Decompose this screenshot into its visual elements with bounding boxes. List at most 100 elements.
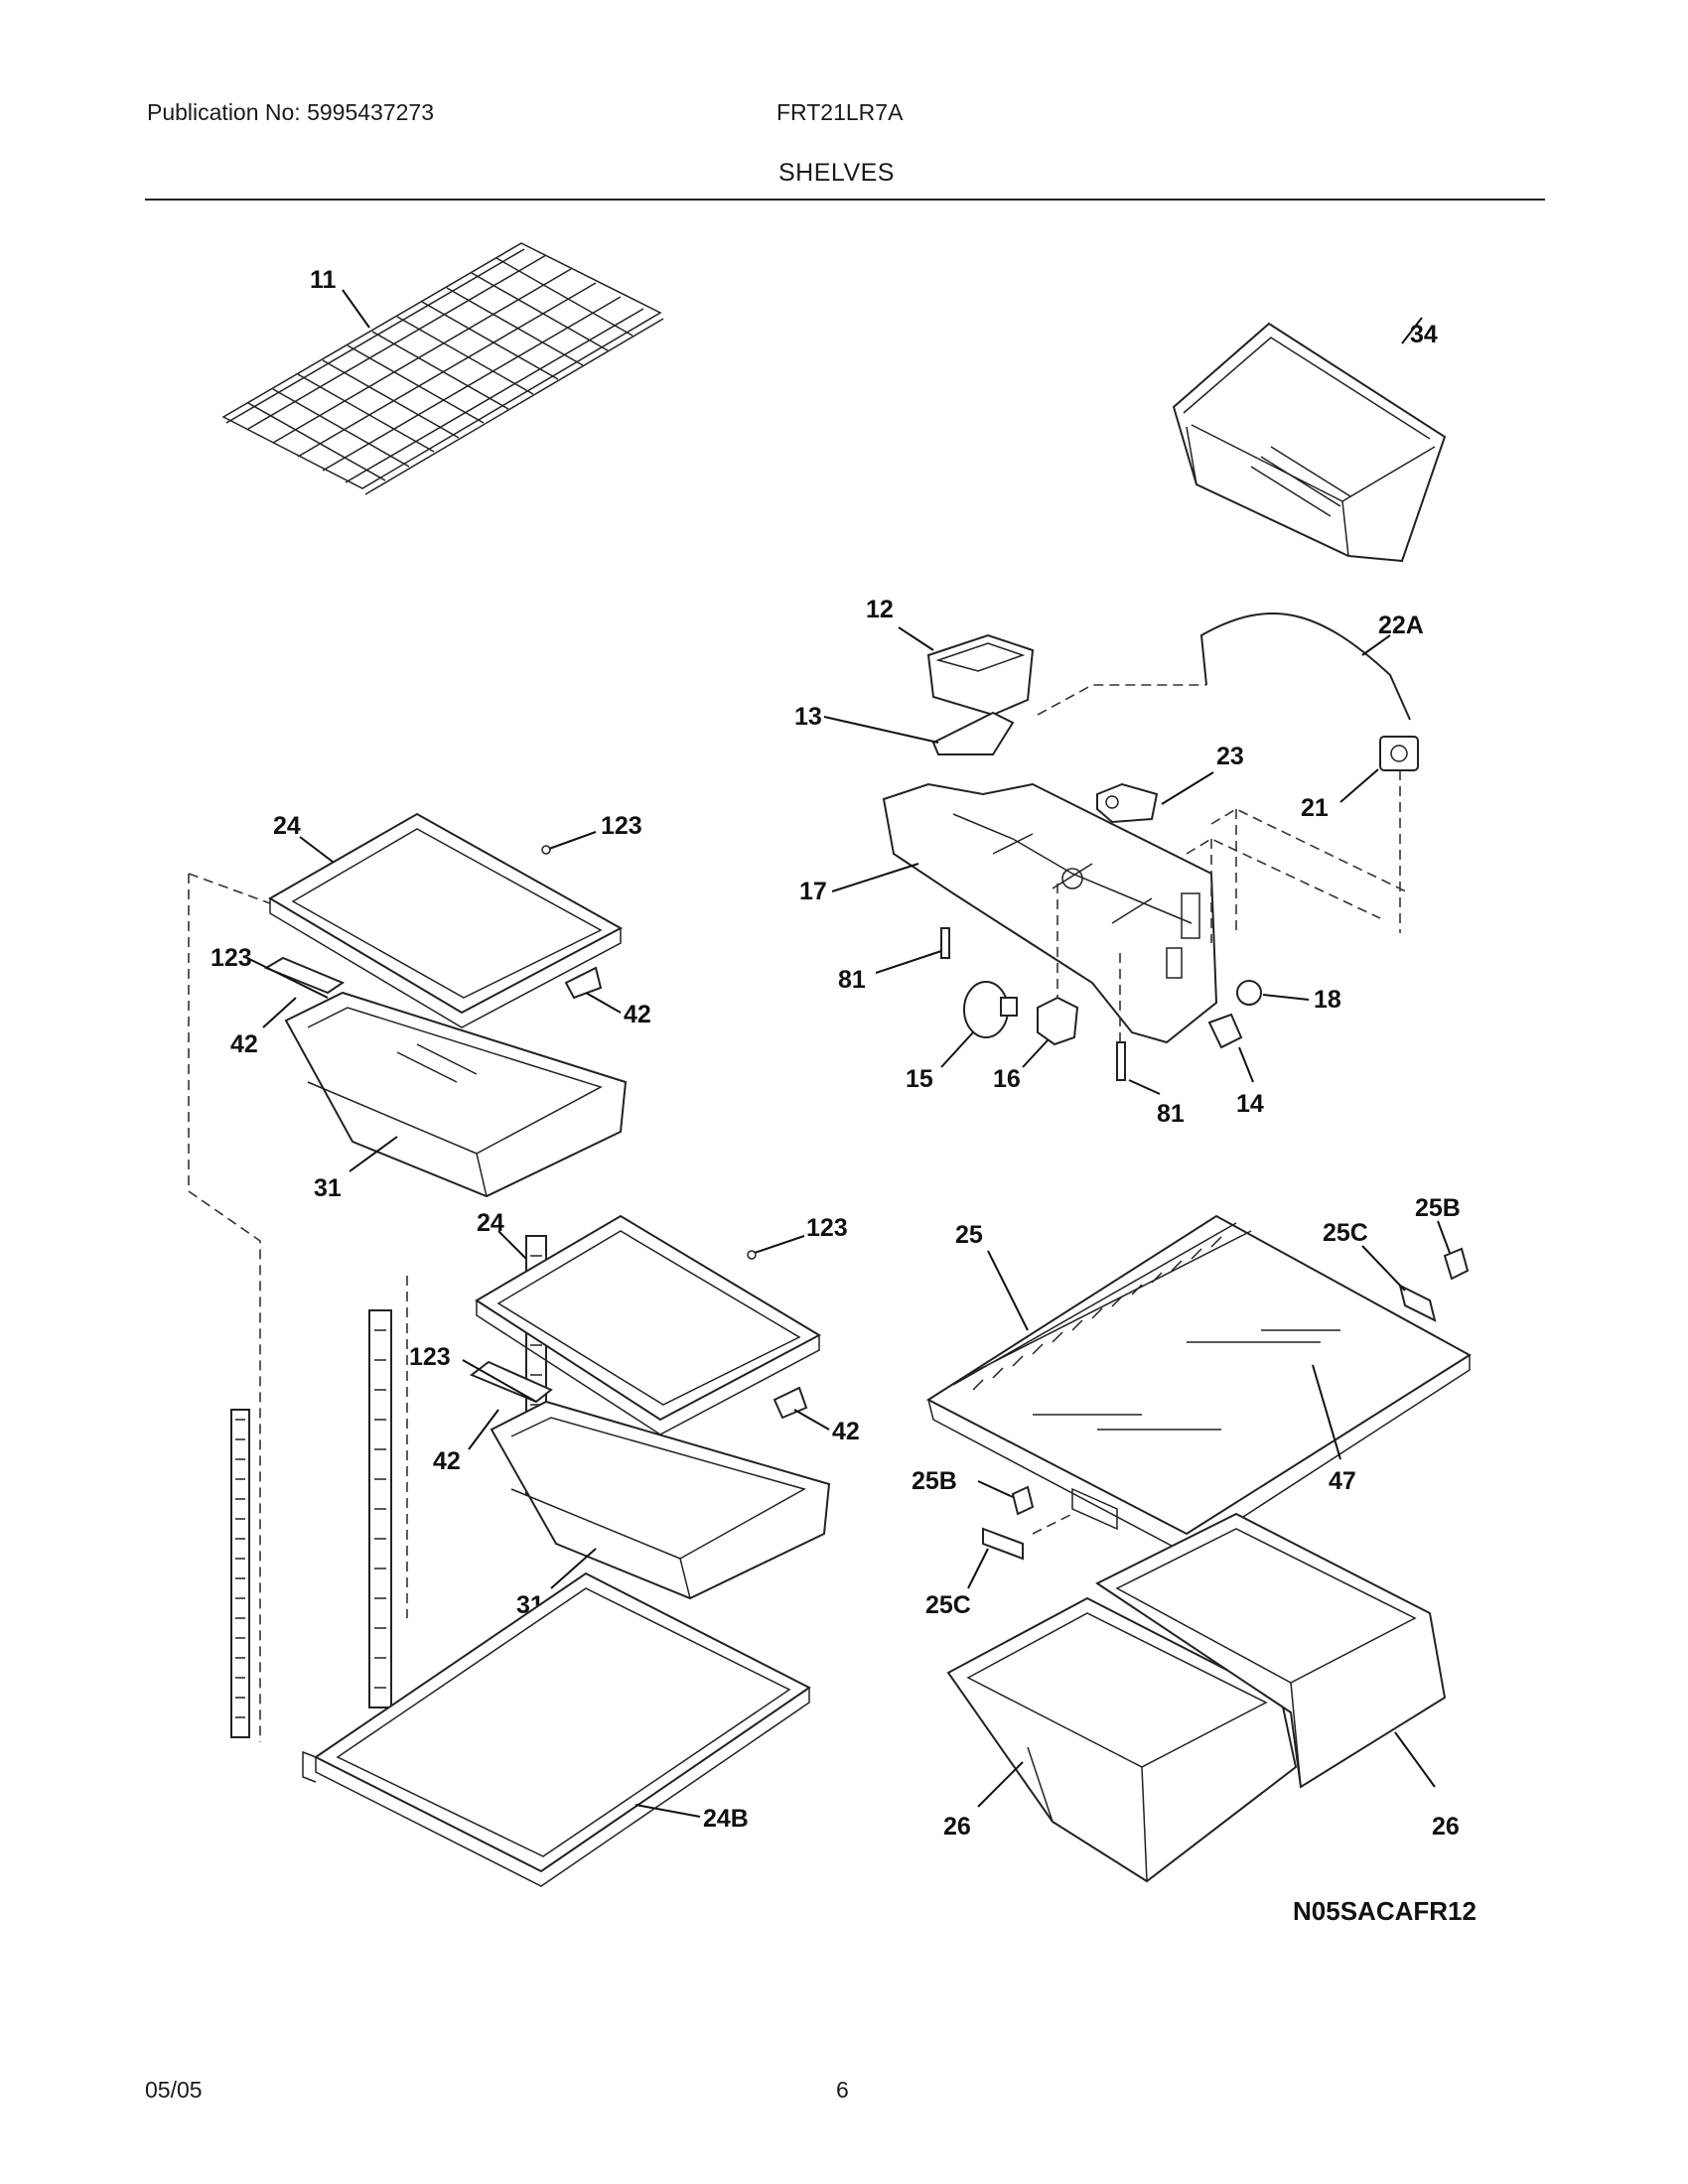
callout-21: 21 xyxy=(1301,794,1329,822)
callout-42c: 42 xyxy=(832,1418,860,1445)
callout-25: 25 xyxy=(955,1221,983,1249)
glass-shelf-24a xyxy=(268,812,624,1028)
drawer-31b xyxy=(490,1400,831,1600)
leader-123a xyxy=(548,831,597,850)
knob-18 xyxy=(1236,980,1262,1006)
leader-25Cb xyxy=(967,1548,989,1589)
drawer-support-42b xyxy=(470,1360,808,1420)
shelf-rail-left xyxy=(230,1409,250,1738)
leader-47 xyxy=(1312,1364,1341,1460)
callout-81a: 81 xyxy=(838,966,866,994)
leader-81a xyxy=(875,950,942,974)
thermostat-21 xyxy=(1379,736,1419,771)
callout-26a: 26 xyxy=(943,1813,971,1841)
control-housing-17 xyxy=(882,782,1218,1044)
callout-24a: 24 xyxy=(273,812,301,840)
callout-34: 34 xyxy=(1410,321,1438,348)
section-title: SHELVES xyxy=(778,159,895,187)
callout-15: 15 xyxy=(906,1065,933,1093)
callout-26b: 26 xyxy=(1432,1813,1460,1841)
leader-11 xyxy=(342,289,370,329)
leader-31b xyxy=(550,1548,597,1589)
leader-123b xyxy=(242,955,329,999)
clip-25Bb xyxy=(1011,1485,1035,1516)
callout-25Ba: 25B xyxy=(1415,1194,1461,1222)
callout-25Bb: 25B xyxy=(912,1467,957,1495)
leader-42c xyxy=(793,1409,830,1431)
leader-16 xyxy=(1022,1039,1049,1068)
screw-81a xyxy=(940,927,950,959)
callout-31a: 31 xyxy=(314,1174,342,1202)
callout-22A: 22A xyxy=(1378,612,1424,639)
leader-14 xyxy=(1238,1046,1254,1083)
switch-23 xyxy=(1096,782,1159,824)
leader-23 xyxy=(1161,771,1214,805)
drawer-support-42a xyxy=(263,956,603,1000)
callout-14: 14 xyxy=(1236,1090,1264,1118)
cover-support-25Cb xyxy=(982,1527,1024,1561)
callout-123b: 123 xyxy=(211,944,252,972)
crisper-pan-26a xyxy=(946,1596,1298,1883)
drawer-31a xyxy=(284,991,628,1198)
leader-81b xyxy=(1128,1079,1161,1095)
glass-shelf-24B xyxy=(302,1571,811,1887)
wire-shelf-11 xyxy=(221,242,664,495)
clip-25Ba xyxy=(1443,1247,1470,1281)
diagram-code: N05SACAFR12 xyxy=(1293,1896,1477,1926)
callout-81b: 81 xyxy=(1157,1100,1185,1128)
callout-42b: 42 xyxy=(230,1030,258,1058)
dash-left-top xyxy=(188,873,271,904)
crisper-cover-25 xyxy=(926,1214,1472,1555)
screw-123c xyxy=(747,1250,757,1260)
model-number: FRT21LR7A xyxy=(776,99,904,125)
header-rule xyxy=(145,199,1545,201)
leader-24b xyxy=(497,1230,527,1260)
leader-21 xyxy=(1339,768,1379,803)
callout-47: 47 xyxy=(1329,1467,1356,1495)
cover-support-25Ca xyxy=(1398,1284,1437,1322)
leader-42b xyxy=(262,997,297,1028)
leader-22A xyxy=(1361,634,1391,656)
dash-housing xyxy=(1186,770,1411,943)
leader-25Ca xyxy=(1361,1245,1406,1292)
screw-123a xyxy=(541,845,551,855)
callout-42a: 42 xyxy=(624,1001,651,1028)
callout-123a: 123 xyxy=(601,812,642,840)
leader-42d xyxy=(468,1409,499,1450)
callout-17: 17 xyxy=(799,878,827,905)
leader-13 xyxy=(823,716,939,744)
wire-harness-22A xyxy=(1199,612,1411,721)
leader-15 xyxy=(940,1031,974,1068)
callout-13: 13 xyxy=(794,703,822,731)
dash-25C xyxy=(1032,1513,1073,1535)
crisper-pan-26b xyxy=(1095,1512,1447,1789)
callout-24b: 24 xyxy=(477,1209,504,1237)
callout-25Ca: 25C xyxy=(1323,1219,1368,1247)
callout-42d: 42 xyxy=(433,1447,461,1475)
leader-123d xyxy=(462,1359,537,1403)
leader-123c xyxy=(754,1235,805,1254)
footer-date: 05/05 xyxy=(145,2077,203,2103)
dash-left-rail xyxy=(188,874,261,1742)
callout-25Cb: 25C xyxy=(925,1591,971,1619)
leader-24B xyxy=(634,1804,701,1818)
leader-25Bb xyxy=(977,1480,1014,1498)
leader-26a xyxy=(977,1761,1024,1808)
switch-14 xyxy=(1207,1013,1243,1049)
leader-17 xyxy=(831,863,919,892)
callout-18: 18 xyxy=(1314,986,1341,1014)
callout-12: 12 xyxy=(866,596,894,623)
callout-16: 16 xyxy=(993,1065,1021,1093)
lamp-bulb-15 xyxy=(963,981,1018,1038)
leader-42a xyxy=(585,992,622,1014)
callout-23: 23 xyxy=(1216,743,1244,770)
publication-number: Publication No: 5995437273 xyxy=(147,99,435,125)
screw-81b xyxy=(1116,1041,1126,1081)
leader-25 xyxy=(987,1250,1029,1331)
light-shield-13 xyxy=(931,711,1015,755)
leader-26b xyxy=(1394,1731,1436,1788)
dash-12 xyxy=(1037,684,1206,716)
callout-24B: 24B xyxy=(703,1805,749,1833)
leader-24a xyxy=(299,836,334,863)
